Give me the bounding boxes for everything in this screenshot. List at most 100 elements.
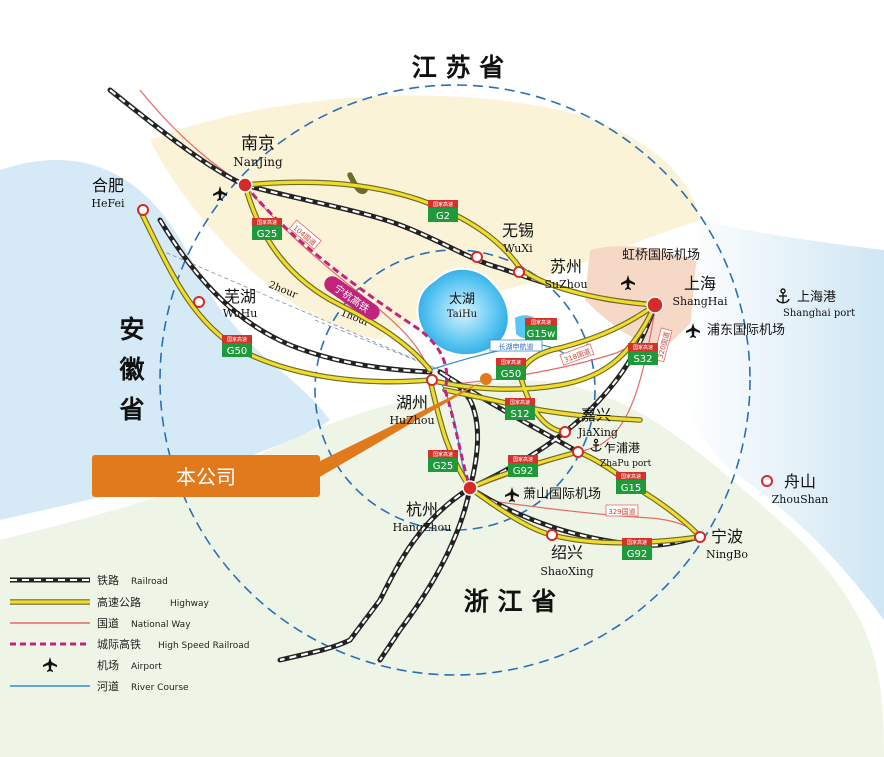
label-zhapu-cn: 乍浦港 bbox=[604, 440, 640, 455]
svg-text:G92: G92 bbox=[627, 549, 647, 560]
svg-text:国家高速: 国家高速 bbox=[531, 319, 551, 326]
city-shaoxing-en: ShaoXing bbox=[540, 565, 593, 578]
legend-item-national-way: 国道 National Way bbox=[10, 616, 191, 630]
province-anhui-3: 省 bbox=[118, 395, 144, 424]
city-wuhu-cn: 芜湖 bbox=[224, 287, 256, 306]
svg-text:National Way: National Way bbox=[131, 620, 191, 630]
legend-item-river: 河道 River Course bbox=[10, 679, 189, 693]
city-ningbo-cn: 宁波 bbox=[711, 527, 743, 546]
anchor-icon bbox=[776, 288, 790, 304]
svg-text:Airport: Airport bbox=[131, 662, 162, 672]
marker-jiaxing bbox=[559, 426, 571, 438]
city-shanghai-en: ShangHai bbox=[673, 295, 728, 308]
marker-hangzhou bbox=[462, 480, 478, 496]
city-hefei-cn: 合肥 bbox=[92, 176, 124, 195]
jiangsu-region bbox=[150, 95, 700, 340]
svg-text:G50: G50 bbox=[501, 369, 521, 380]
shield-g15w: 国家高速 G15w bbox=[525, 318, 557, 340]
svg-text:铁路: 铁路 bbox=[97, 574, 119, 587]
company-box bbox=[92, 455, 320, 497]
svg-text:国家高速: 国家高速 bbox=[633, 344, 653, 351]
svg-text:国家高速: 国家高速 bbox=[621, 473, 641, 480]
city-nanjing-en: NanJing bbox=[233, 155, 283, 169]
svg-text:G15: G15 bbox=[621, 483, 641, 494]
city-zhoushan-cn: 舟山 bbox=[784, 472, 816, 491]
svg-text:河道: 河道 bbox=[97, 679, 119, 693]
marker-suzhou bbox=[513, 266, 525, 278]
city-markers bbox=[137, 177, 773, 543]
province-anhui-2: 徽 bbox=[118, 355, 145, 384]
taihu-lake bbox=[416, 267, 510, 357]
svg-text:G15w: G15w bbox=[527, 329, 556, 340]
province-jiangsu: 江 苏 省 bbox=[412, 53, 504, 82]
legend-item-airport: 机场 Airport bbox=[43, 657, 162, 672]
province-anhui-1: 安 bbox=[119, 315, 144, 344]
label-329: 329国道 bbox=[608, 507, 635, 516]
city-wuxi-cn: 无锡 bbox=[502, 221, 534, 240]
anhui-region bbox=[0, 160, 330, 520]
city-jiaxing-cn: 嘉兴 bbox=[581, 406, 611, 424]
svg-text:High Speed Railroad: High Speed Railroad bbox=[158, 641, 249, 651]
marker-hefei bbox=[137, 204, 149, 216]
city-huzhou-en: HuZhou bbox=[389, 414, 434, 427]
province-labels: 江 苏 省 安 徽 省 浙 江 省 bbox=[118, 53, 556, 616]
shield-g92-north: 国家高速 G92 bbox=[508, 455, 538, 477]
company-dot bbox=[480, 373, 492, 385]
label-shanghai-port-cn: 上海港 bbox=[797, 290, 836, 305]
city-suzhou-cn: 苏州 bbox=[550, 257, 582, 276]
svg-text:G25: G25 bbox=[257, 229, 277, 240]
airplane-icon bbox=[505, 487, 519, 502]
marker-shaoxing bbox=[546, 529, 558, 541]
svg-text:S12: S12 bbox=[510, 409, 529, 420]
svg-text:G50: G50 bbox=[227, 346, 247, 357]
svg-text:国家高速: 国家高速 bbox=[627, 539, 647, 546]
anchor-icon bbox=[590, 438, 602, 452]
svg-text:G2: G2 bbox=[436, 211, 450, 222]
city-shanghai-cn: 上海 bbox=[684, 274, 716, 293]
company-label: 本公司 bbox=[176, 465, 236, 489]
marker-nanjing bbox=[237, 177, 253, 193]
shield-s12: 国家高速 S12 bbox=[505, 398, 535, 420]
shield-g92-south: 国家高速 G92 bbox=[622, 538, 652, 560]
svg-text:国家高速: 国家高速 bbox=[433, 201, 453, 208]
marker-wuxi bbox=[471, 251, 483, 263]
city-hangzhou-cn: 杭州 bbox=[406, 500, 438, 519]
airplane-icon bbox=[213, 186, 227, 201]
airplane-icon bbox=[43, 657, 57, 672]
svg-text:国家高速: 国家高速 bbox=[513, 456, 533, 463]
label-shanghai-port-en: Shanghai port bbox=[783, 308, 855, 319]
label-waterway: 长湖申航道 bbox=[499, 342, 534, 351]
shield-g50-west: 国家高速 G50 bbox=[222, 335, 252, 357]
svg-text:国家高速: 国家高速 bbox=[257, 219, 277, 226]
highway-shields: 国家高速 G2 国家高速 G25 国家高速 G50 国家高速 G15w 国家高速… bbox=[222, 200, 658, 560]
city-jiaxing-en: JiaXing bbox=[577, 426, 618, 439]
city-hangzhou-en: HangZhou bbox=[393, 521, 452, 534]
company-pointer bbox=[318, 380, 485, 478]
svg-text:River Course: River Course bbox=[131, 683, 189, 693]
shield-s32: 国家高速 S32 bbox=[628, 343, 658, 365]
company-callout: 本公司 bbox=[92, 373, 492, 497]
svg-text:机场: 机场 bbox=[97, 658, 119, 672]
radius-line-two-hour bbox=[159, 249, 441, 371]
marker-huzhou bbox=[426, 374, 438, 386]
marker-zhoushan bbox=[761, 475, 773, 487]
facility-labels: 虹桥国际机场 浦东国际机场 萧山国际机场 上海港 Shanghai port 乍… bbox=[523, 248, 855, 502]
svg-text:国家高速: 国家高速 bbox=[227, 336, 247, 343]
svg-text:G92: G92 bbox=[513, 466, 533, 477]
legend-item-hsr: 城际高铁 High Speed Railroad bbox=[10, 637, 249, 651]
facility-icons bbox=[213, 186, 790, 502]
svg-text:S32: S32 bbox=[633, 354, 652, 365]
two-hour-circle bbox=[159, 84, 751, 676]
city-wuhu-en: WuHu bbox=[223, 307, 258, 320]
label-zhapu-en: ZhaPu port bbox=[600, 459, 652, 469]
lake-taihu-cn: 太湖 bbox=[449, 292, 475, 307]
shield-g25-north: 国家高速 G25 bbox=[252, 218, 282, 240]
airplane-icon bbox=[686, 323, 700, 338]
city-huzhou-cn: 湖州 bbox=[396, 393, 428, 412]
shield-g15: 国家高速 G15 bbox=[616, 472, 646, 494]
legend: 铁路 Railroad 高速公路 Highway 国道 National Way… bbox=[10, 574, 249, 693]
city-nanjing-cn: 南京 bbox=[241, 134, 275, 154]
city-labels: 南京 NanJing 合肥 HeFei 无锡 WuXi 苏州 SuZhou 上海… bbox=[91, 134, 828, 578]
